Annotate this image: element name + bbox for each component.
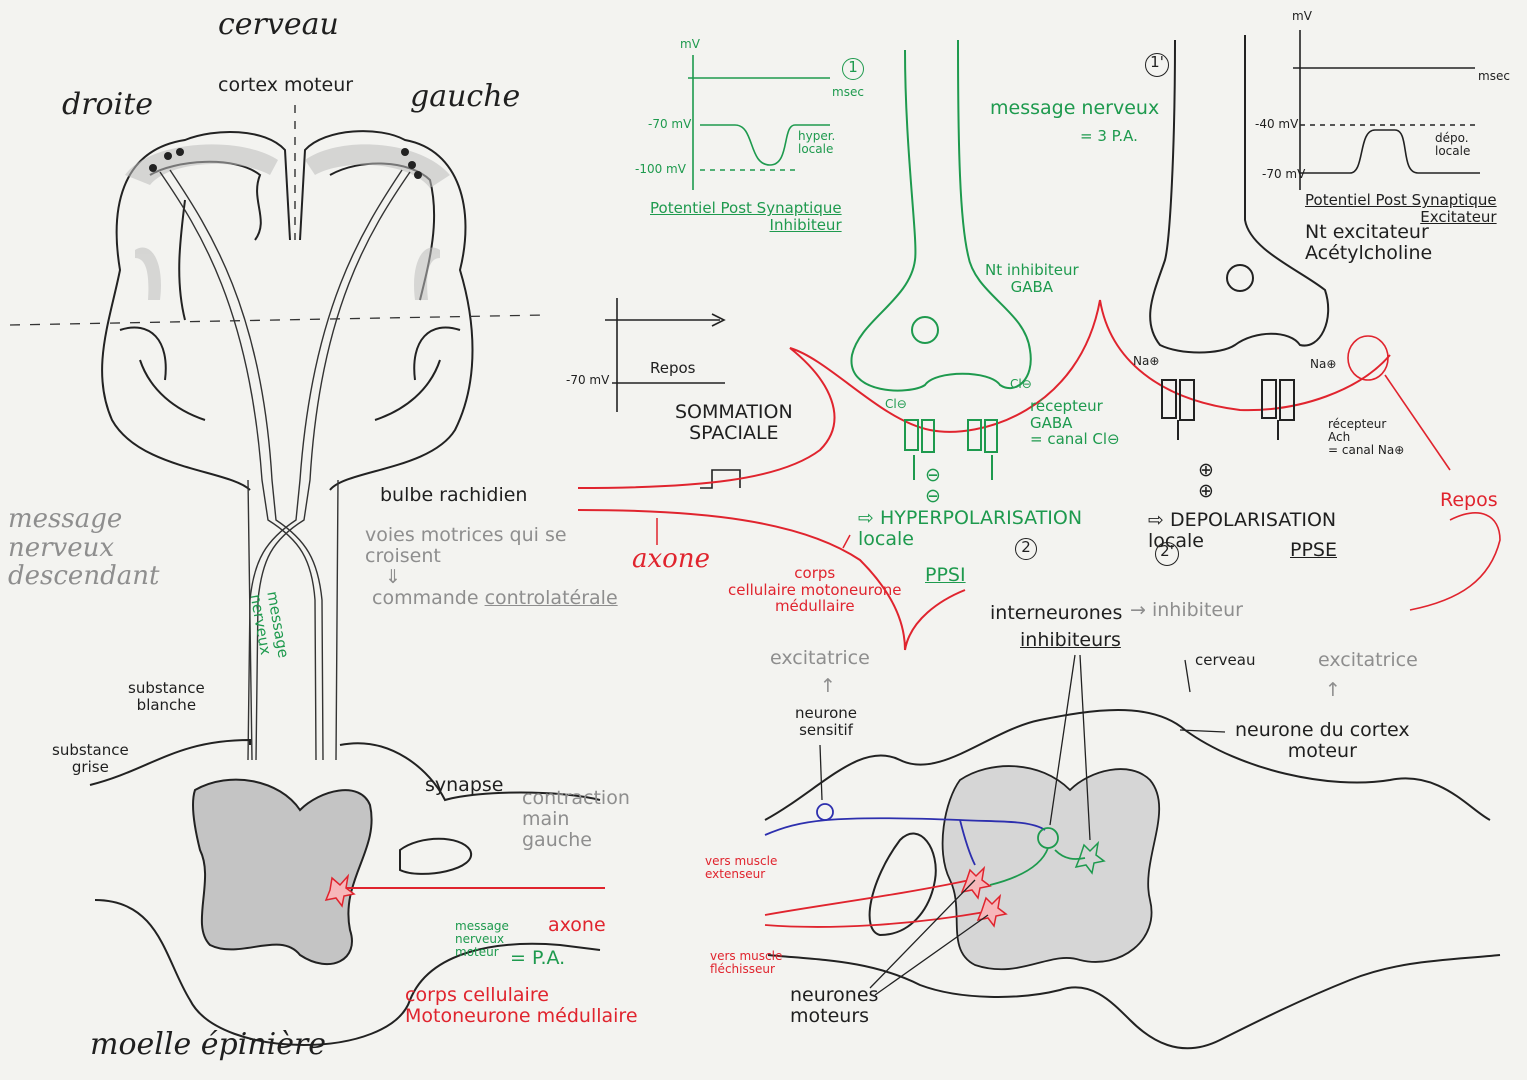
inhib-graph-msec: msec [832, 85, 864, 99]
grey-matter-left [191, 778, 373, 965]
motoneuron-flexor [976, 893, 1008, 928]
excit-v40: -40 mV [1255, 117, 1299, 131]
contraction-label: contraction main gauche [522, 787, 630, 851]
inhib-graph-mv: mV [680, 37, 700, 51]
minus-charges: ⊖ ⊖ [925, 464, 941, 507]
command-prefix: commande [372, 587, 485, 609]
synapse-red-arrow [842, 534, 851, 549]
arrow-down: ⇓ [385, 566, 401, 588]
ach-receptor-label: récepteur Ach = canal Na⊕ [1328, 417, 1405, 458]
left-motoneuron [324, 873, 356, 908]
spinal-cord-left [89, 738, 601, 1046]
tracts-label: voies motrices qui se croisent [365, 524, 567, 567]
ppsi-graph-title: Potentiel Post Synaptique Inhibiteur [650, 199, 842, 234]
inhibitory-terminal [850, 39, 1032, 392]
inhib-step-2: 2 [1015, 538, 1037, 560]
hyper-locale: hyper. locale [798, 129, 836, 157]
na-left: Na⊕ [1133, 354, 1160, 368]
motoneuron-cell-body-label: corps cellulaire motoneurone médullaire [728, 564, 902, 615]
cortex-neuron-bodies [149, 148, 422, 179]
excit-graph-msec: msec [1478, 69, 1510, 83]
summation-repos: Repos [650, 359, 696, 377]
excitatory-terminal [1149, 35, 1330, 354]
ppsi-label: PPSI [925, 564, 966, 586]
ach-nt-label: Nt excitateur Acétylcholine [1305, 221, 1433, 264]
descending-message-label: message nerveux descendant [8, 504, 160, 592]
repos-membrane [1347, 335, 1501, 611]
gaba-nt-label: Nt inhibiteur GABA [985, 261, 1079, 296]
motor-message-label: message nerveux moteur [455, 919, 509, 960]
inhibitors-label: inhibiteurs [1020, 629, 1121, 651]
ppse-graph-title: Potentiel Post Synaptique Excitateur [1305, 191, 1497, 226]
summation-graph [605, 298, 741, 489]
inhib-step-1: 1 [842, 58, 864, 80]
hyperpolarisation-label: ⇨ HYPERPOLARISATION locale [858, 507, 1083, 550]
white-matter-label: substance blanche [128, 679, 205, 714]
up-arrow-left: ↑ [820, 675, 836, 697]
inhibitory-interneuron [1074, 840, 1106, 875]
cl-left: Cl⊖ [885, 397, 907, 411]
motoneuron-body-label: corps cellulaire Motoneurone médullaire [405, 984, 638, 1027]
command-label: commande controlatérale [372, 588, 618, 609]
depolarisation-label: ⇨ DEPOLARISATION locale [1148, 509, 1337, 552]
inhibitor-note: → inhibiteur [1130, 599, 1243, 621]
flexor-label: vers muscle fléchisseur [710, 949, 783, 977]
spinal-cord-right [764, 709, 1501, 1050]
ppse-label: PPSE [1290, 539, 1337, 561]
ach-receptors [1161, 379, 1295, 440]
brain-outline [101, 130, 474, 491]
three-pa-label: = 3 P.A. [1080, 127, 1138, 145]
motoneuron-extensor [960, 865, 992, 900]
excitatory-right-label: excitatrice [1318, 649, 1418, 671]
plus-charges: ⊕ ⊕ [1198, 459, 1214, 502]
brain-title: cerveau [218, 7, 339, 42]
motoneuron-body-outline [577, 299, 1391, 651]
grey-matter-label: substance grise [52, 741, 129, 776]
step-2-prime: 2' [1155, 542, 1179, 566]
summation-v70: -70 mV [566, 373, 610, 387]
cortex-label: cortex moteur [218, 74, 354, 96]
interneurons-label: interneurones [990, 602, 1123, 624]
left-hemisphere-label: gauche [410, 79, 521, 114]
cortex-neuron-label: neurone du cortex moteur [1235, 719, 1410, 762]
pointer-lines [819, 654, 1226, 996]
command-contralateral: controlatérale [484, 587, 618, 609]
medulla-label: bulbe rachidien [380, 484, 528, 506]
excit-v70: -70 mV [1262, 167, 1306, 181]
inhibitory-graph [688, 55, 830, 190]
section-line [9, 314, 546, 326]
cl-right: Cl⊖ [1010, 377, 1032, 391]
right-hemisphere-label: droite [62, 87, 154, 122]
repos-label: Repos [1440, 489, 1498, 511]
cortex-grey-matter [125, 144, 450, 300]
na-right: Na⊕ [1310, 357, 1337, 371]
excitatory-graph [1293, 30, 1480, 190]
equals-pa: = P.A. [510, 947, 566, 969]
step-1-prime: 1' [1145, 53, 1169, 77]
gaba-receptor-label: récepteur GABA = canal Cl⊖ [1030, 397, 1120, 448]
motor-tracts [159, 169, 411, 761]
motor-neurons-label: neurones moteurs [790, 984, 879, 1027]
inhib-v100: -100 mV [635, 162, 686, 176]
left-axon-label: axone [548, 914, 606, 936]
extensor-label: vers muscle extenseur [705, 854, 778, 882]
gaba-receptors [904, 419, 998, 480]
excit-graph-mv: mV [1292, 9, 1312, 23]
spinal-cord-title: moelle épinière [90, 1027, 327, 1062]
nerve-message-label: message nerveux [990, 97, 1160, 119]
summation-title: SOMMATION SPACIALE [675, 401, 793, 444]
depo-locale: dépo. locale [1435, 131, 1471, 159]
sensory-neuron-label: neurone sensitif [795, 704, 857, 739]
middle-axon-label: axone [632, 544, 710, 574]
synapse-label: synapse [425, 774, 504, 796]
excitatory-left-label: excitatrice [770, 647, 870, 669]
inhib-v70: -70 mV [648, 117, 692, 131]
grey-matter-right [941, 765, 1161, 971]
brain-arrow-label: cerveau [1195, 651, 1256, 669]
reflex-circuit [764, 803, 1086, 928]
up-arrow-right: ↑ [1325, 679, 1341, 701]
